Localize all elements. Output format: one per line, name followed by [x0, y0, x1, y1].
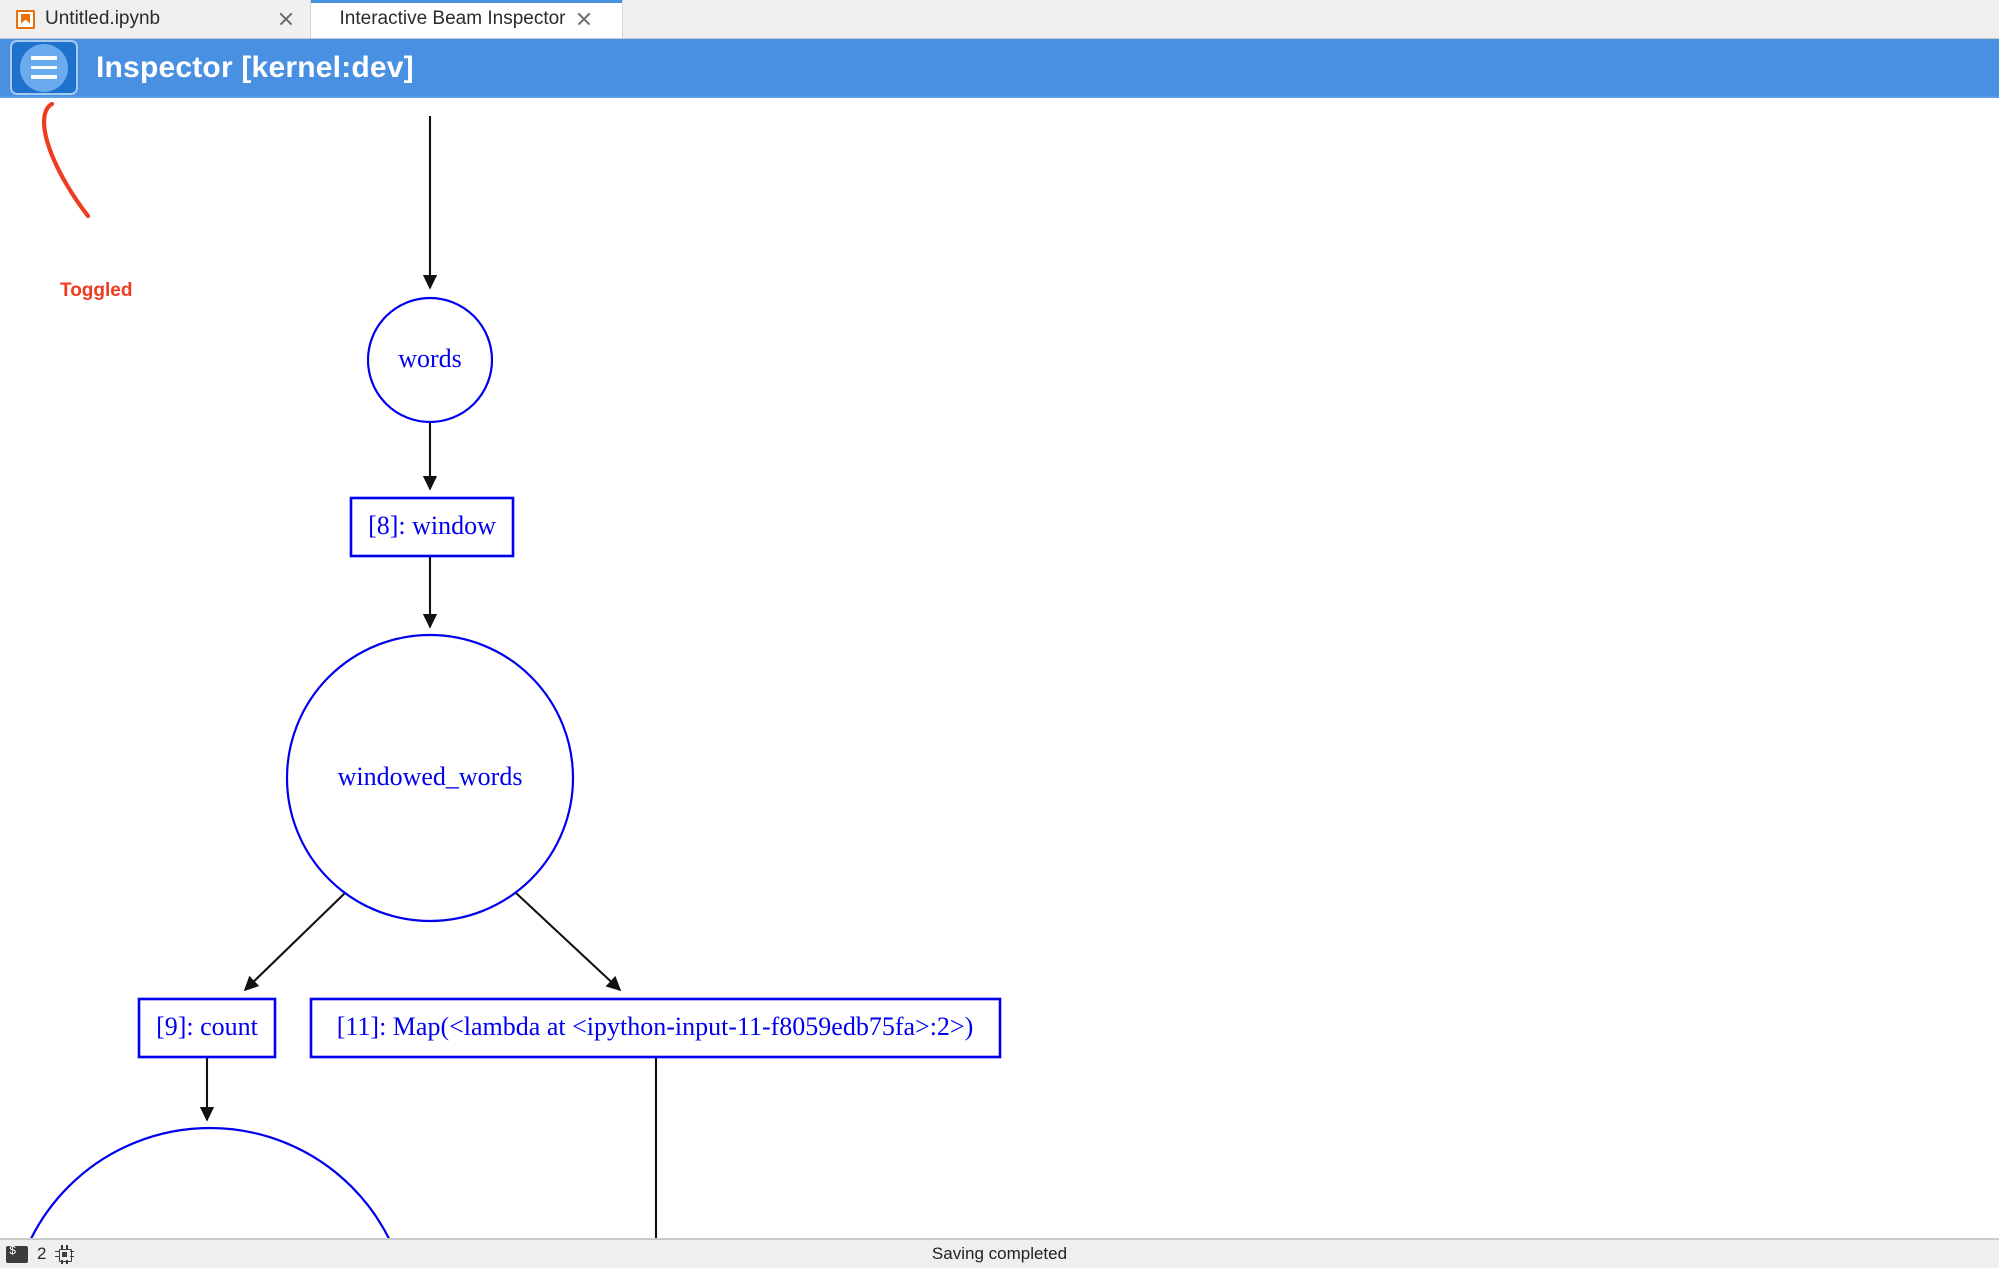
graph-node-window[interactable]: [8]: window [349, 496, 515, 558]
edge-windowed-words-to-map [515, 892, 622, 992]
inspector-header: Inspector [kernel:dev] [0, 39, 1999, 98]
graph-nodes: words [8]: window windowed_words [9]: co… [10, 296, 1002, 1239]
node-label: [8]: window [368, 511, 496, 540]
status-message: Saving completed [931, 1244, 1068, 1263]
hamburger-menu-button[interactable] [10, 40, 78, 95]
pipeline-graph-canvas[interactable]: words [8]: window windowed_words [9]: co… [0, 98, 1999, 1239]
close-icon[interactable] [276, 9, 296, 29]
transform-box[interactable] [309, 997, 1002, 1059]
annotation-label: Toggled [60, 280, 133, 301]
tab-interactive-beam-inspector[interactable]: Interactive Beam Inspector [311, 0, 623, 38]
notebook-icon [16, 9, 35, 29]
status-bar: 2 Saving completed [0, 1239, 1999, 1268]
kernel-count: 2 [37, 1244, 47, 1263]
chip-icon[interactable] [55, 1244, 75, 1264]
graph-node-windowed-words[interactable]: windowed_words [285, 633, 575, 923]
graph-node-map-lambda[interactable]: [11]: Map(<lambda at <ipython-input-11-f… [309, 997, 1002, 1059]
terminal-icon[interactable] [6, 1244, 28, 1263]
graph-node-windowed-word-counts[interactable]: windowed_word_counts [10, 1126, 410, 1239]
pcollection-circle[interactable] [10, 1126, 410, 1239]
node-label: windowed_words [338, 762, 523, 791]
close-icon[interactable] [574, 9, 594, 29]
status-bar-left: 2 [6, 1244, 75, 1264]
node-label: [11]: Map(<lambda at <ipython-input-11-f… [337, 1012, 974, 1041]
pcollection-circle[interactable] [285, 633, 575, 923]
transform-box[interactable] [349, 496, 515, 558]
pipeline-graph: words [8]: window windowed_words [9]: co… [10, 116, 1002, 1239]
tab-untitled-ipynb[interactable]: Untitled.ipynb [0, 0, 311, 38]
tab-bar-filler [623, 0, 1999, 38]
graph-node-count[interactable]: [9]: count [137, 997, 277, 1059]
node-label: [9]: count [156, 1012, 259, 1041]
transform-box[interactable] [137, 997, 277, 1059]
graph-node-words[interactable]: words [366, 296, 494, 424]
edge-windowed-words-to-count [243, 892, 346, 992]
tab-bar: Untitled.ipynb Interactive Beam Inspecto… [0, 0, 1999, 39]
pcollection-circle[interactable] [366, 296, 494, 424]
tab-label: Interactive Beam Inspector [339, 8, 566, 29]
hamburger-menu-icon [20, 43, 68, 92]
page-title: Inspector [kernel:dev] [96, 50, 414, 84]
graph-edges [199, 116, 658, 1238]
tab-label: Untitled.ipynb [45, 8, 161, 29]
node-label: words [398, 344, 462, 373]
